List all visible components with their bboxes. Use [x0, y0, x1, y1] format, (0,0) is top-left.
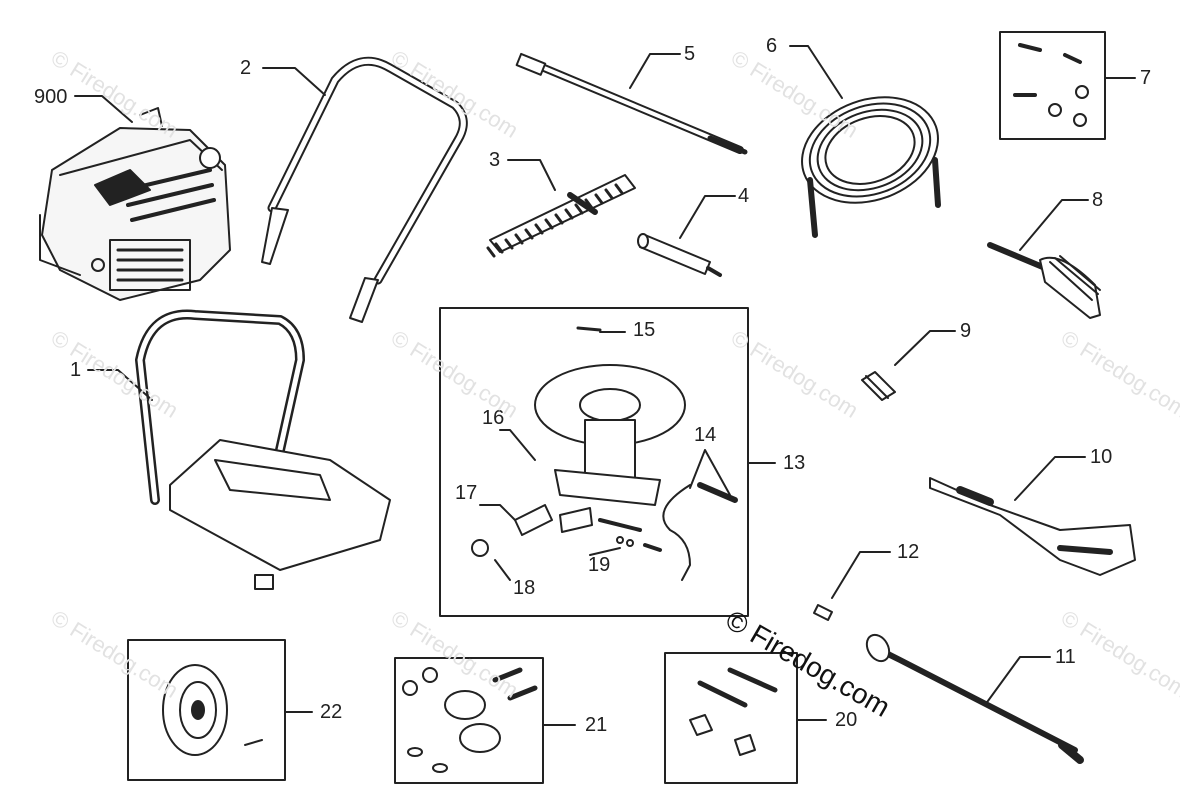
fitting-part [813, 604, 833, 621]
leader-19 [589, 547, 621, 556]
leader-8 [1019, 199, 1089, 251]
extension-wand-part [515, 52, 748, 155]
callout-5: 5 [684, 43, 696, 65]
bolts-nuts-part [1013, 43, 1089, 127]
callout-21: 21 [585, 714, 608, 736]
leader-6 [789, 45, 843, 99]
callout-2: 2 [240, 57, 252, 79]
leader-18 [494, 559, 511, 581]
leader-9 [894, 330, 956, 366]
handle-part [261, 56, 468, 323]
leader-16 [499, 429, 536, 461]
callout-8: 8 [1092, 189, 1104, 211]
callout-14: 14 [694, 424, 717, 446]
leader-2 [262, 67, 326, 96]
callout-13: 13 [783, 452, 806, 474]
callout-3: 3 [489, 149, 501, 171]
callout-19: 19 [588, 554, 611, 576]
bolts-knobs-part [689, 667, 778, 756]
scrub-brush-part [987, 242, 1101, 319]
spacer-bolts-part [402, 667, 538, 773]
hardware-kit-box-7 [999, 31, 1106, 140]
callout-15: 15 [633, 319, 656, 341]
deck-brush-part [486, 174, 636, 258]
callout-1: 1 [70, 359, 82, 381]
pump-part [471, 326, 738, 581]
leader-3 [507, 159, 556, 191]
callout-16: 16 [482, 407, 505, 429]
callout-900: 900 [34, 86, 68, 108]
adapter-part [637, 233, 722, 277]
engine-part [39, 107, 231, 301]
callout-20: 20 [835, 709, 858, 731]
callout-17: 17 [455, 482, 478, 504]
callout-6: 6 [766, 35, 778, 57]
handle-hardware-box-20 [664, 652, 798, 784]
hose-part [801, 96, 941, 238]
callout-11: 11 [1055, 646, 1076, 668]
callout-9: 9 [960, 320, 972, 342]
wheel-hardware-box-21 [394, 657, 544, 784]
leader-1 [87, 369, 153, 401]
leader-4 [679, 195, 736, 239]
leader-17 [479, 504, 516, 521]
leader-14 [689, 449, 731, 496]
nozzle-part [861, 371, 896, 401]
wheel-kit-box-22 [127, 639, 286, 781]
frame-part [135, 309, 391, 590]
callout-12: 12 [897, 541, 920, 563]
callout-22: 22 [320, 701, 343, 723]
callout-4: 4 [738, 185, 750, 207]
wheel-part [162, 664, 263, 756]
leader-900 [74, 95, 133, 123]
leader-10 [1014, 456, 1086, 501]
leader-5 [629, 53, 681, 89]
callout-10: 10 [1090, 446, 1113, 468]
callout-18: 18 [513, 577, 536, 599]
callout-7: 7 [1140, 67, 1152, 89]
spray-gun-part [929, 477, 1136, 576]
leader-12 [831, 551, 891, 599]
spray-lance-part [865, 633, 1084, 764]
leader-11 [984, 656, 1051, 706]
